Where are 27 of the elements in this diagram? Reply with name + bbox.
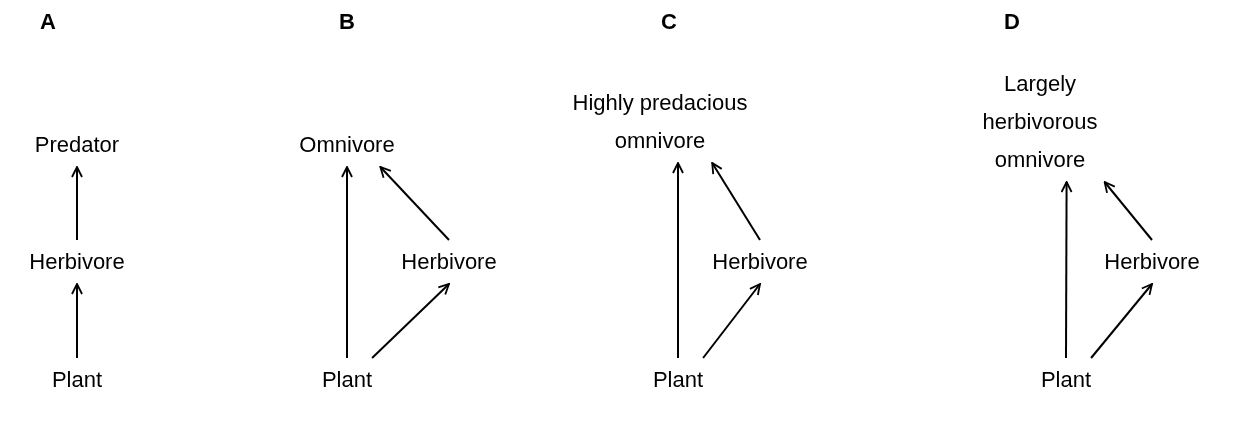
node-label: Plant [51, 361, 103, 399]
panel-letter: A [40, 11, 56, 33]
panel-letter: D [1004, 11, 1020, 33]
arrow [371, 283, 450, 359]
arrow [711, 162, 761, 241]
panel-letter: B [339, 11, 355, 33]
arrow [672, 162, 684, 359]
node-label: Plant [652, 361, 704, 399]
arrow [1090, 283, 1153, 359]
arrow [379, 166, 450, 241]
arrow [71, 166, 83, 241]
node-label: Omnivore [299, 126, 395, 164]
node-label: Herbivore [712, 243, 808, 281]
node-label: Predator [34, 126, 120, 164]
arrow [1103, 181, 1153, 241]
node-label: Herbivore [29, 243, 125, 281]
arrow [341, 166, 353, 359]
node-label: Herbivore [1104, 243, 1200, 281]
arrow [702, 283, 761, 359]
node-label: Plant [1040, 361, 1092, 399]
panel-letter: C [661, 11, 677, 33]
node-label: Herbivore [401, 243, 497, 281]
node-label: Plant [321, 361, 373, 399]
arrow [71, 283, 83, 359]
node-label: Largely herbivorous omnivore [945, 65, 1135, 179]
arrow [1060, 181, 1073, 359]
node-label: Highly predacious omnivore [570, 84, 750, 160]
